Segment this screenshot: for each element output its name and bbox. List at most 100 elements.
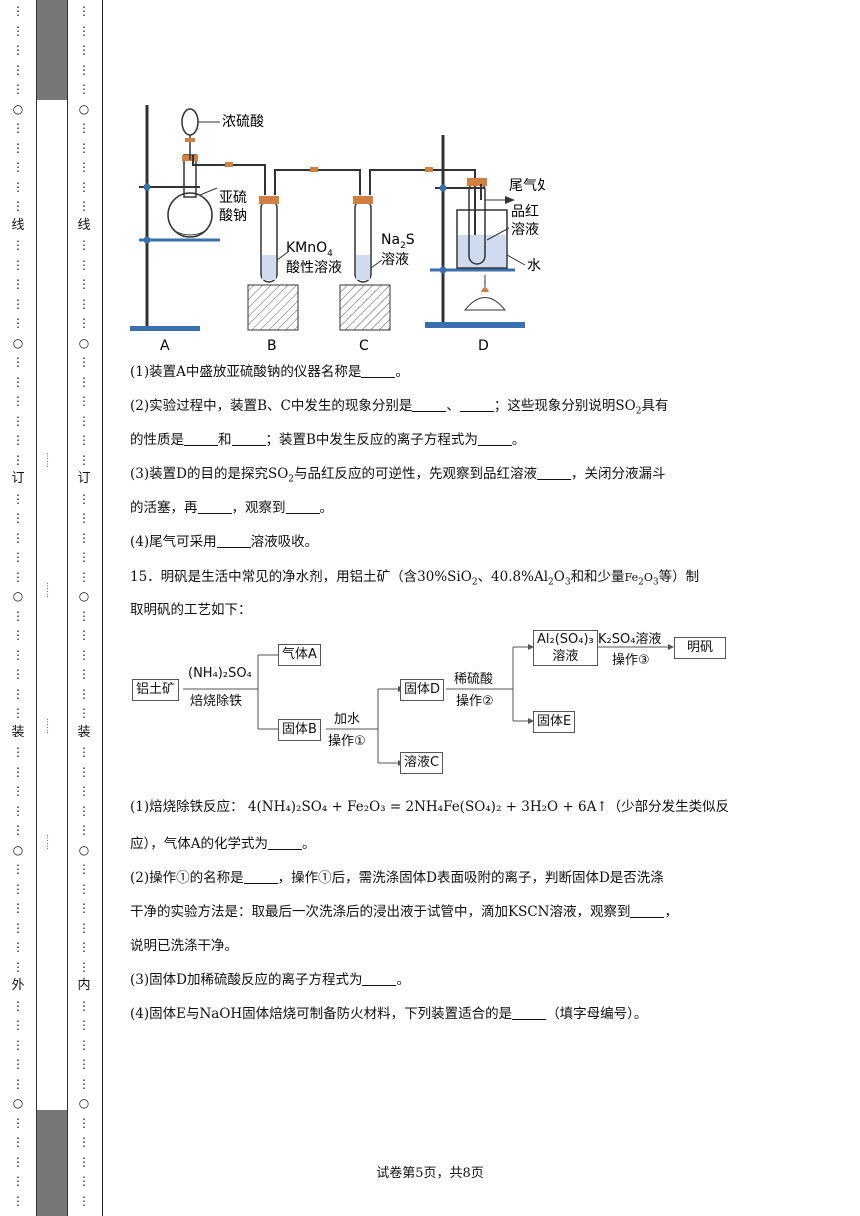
margin-dots: ⋮ bbox=[12, 667, 24, 681]
margin-dots: ⋮ bbox=[12, 23, 24, 38]
margin-dots: ⋮ bbox=[78, 511, 90, 525]
margin-dots: ⋮ bbox=[12, 413, 24, 428]
margin-dots: ⋮ bbox=[78, 803, 90, 818]
q15-part2-line3: 说明已洗涤干净。 bbox=[130, 938, 238, 954]
margin-dots: ⋮ bbox=[78, 784, 90, 798]
margin-circle: ○ bbox=[12, 335, 24, 350]
margin-dots: ⋮ bbox=[78, 43, 90, 57]
margin-dots: ⋮ bbox=[12, 277, 24, 291]
margin-dots: ⋮ bbox=[12, 628, 24, 642]
answer-blank[interactable] bbox=[216, 534, 251, 548]
margin-dots: ⋮ bbox=[12, 784, 24, 798]
margin-dots: ⋮ bbox=[78, 452, 90, 467]
margin-dots: ⋮ bbox=[12, 706, 24, 720]
margin-label: 装 bbox=[11, 724, 25, 740]
margin-dots: ⋮ bbox=[12, 1115, 24, 1130]
margin-dots: ⋮ bbox=[12, 316, 24, 330]
gray-small-4: …… bbox=[45, 834, 54, 850]
margin-dots: ⋮ bbox=[78, 647, 90, 662]
margin-dots: ⋮ bbox=[78, 160, 90, 174]
label-tail-gas: 尾气处理 bbox=[509, 178, 545, 194]
answer-blank[interactable] bbox=[285, 500, 320, 514]
margin-label: 装 bbox=[77, 724, 91, 740]
label-A: A bbox=[160, 338, 170, 354]
margin-dots: ⋮ bbox=[78, 374, 90, 389]
margin-dots: ⋮ bbox=[12, 452, 24, 467]
margin-dots: ⋮ bbox=[12, 920, 24, 935]
margin-dots: ⋮ bbox=[12, 998, 24, 1013]
margin-dots: ⋮ bbox=[12, 550, 24, 564]
answer-blank[interactable] bbox=[362, 972, 397, 986]
margin-dots: ⋮ bbox=[12, 901, 24, 915]
margin-dots: ⋮ bbox=[78, 745, 90, 759]
gray-small-3: …… bbox=[45, 718, 54, 734]
flow-reagent1: (NH₄)₂SO₄ bbox=[188, 666, 252, 681]
label-acidic-sol: 酸性溶液 bbox=[286, 260, 342, 276]
gray-small-1: …… bbox=[45, 452, 54, 468]
margin-dots: ⋮ bbox=[78, 1115, 90, 1130]
margin-dots: ⋮ bbox=[12, 608, 24, 623]
margin-dots: ⋮ bbox=[78, 4, 90, 18]
outer-binding-strip: ⋮⋮⋮⋮⋮○⋮⋮⋮⋮⋮线⋮⋮⋮⋮⋮○⋮⋮⋮⋮⋮⋮订⋮⋮⋮⋮⋮○⋮⋮⋮⋮⋮⋮装⋮⋮… bbox=[0, 0, 36, 1216]
margin-dots: ⋮ bbox=[78, 277, 90, 291]
margin-dots: ⋮ bbox=[78, 1018, 90, 1032]
margin-dots: ⋮ bbox=[78, 1174, 90, 1188]
margin-dots: ⋮ bbox=[12, 82, 24, 96]
margin-dots: ⋮ bbox=[12, 394, 24, 408]
margin-dots: ⋮ bbox=[12, 43, 24, 57]
flow-add-water: 加水 bbox=[334, 712, 361, 727]
margin-dots: ⋮ bbox=[78, 940, 90, 954]
q15-part3: (3)固体D加稀硫酸反应的离子方程式为。 bbox=[130, 972, 410, 988]
margin-label: 订 bbox=[11, 471, 25, 486]
margin-dots: ⋮ bbox=[78, 316, 90, 330]
flow-solidE: 固体E bbox=[533, 711, 576, 733]
margin-dots: ⋮ bbox=[78, 296, 90, 311]
margin-dots: ⋮ bbox=[12, 569, 24, 584]
gray-band: …… …… …… …… bbox=[36, 0, 68, 1216]
margin-dots: ⋮ bbox=[12, 4, 24, 18]
q14-part2-line1: (2)实验过程中，装置B、C中发生的现象分别是、；这些现象分别说明SO2具有 bbox=[130, 398, 669, 417]
label-D: D bbox=[478, 338, 489, 354]
margin-dots: ⋮ bbox=[78, 998, 90, 1013]
margin-dots: ⋮ bbox=[12, 179, 24, 194]
flow-op3: 操作③ bbox=[612, 653, 650, 668]
margin-label: 线 bbox=[77, 217, 91, 233]
margin-dots: ⋮ bbox=[12, 140, 24, 155]
margin-dots: ⋮ bbox=[78, 569, 90, 584]
margin-label: 外 bbox=[11, 978, 25, 993]
flow-bauxite: 铝土矿 bbox=[132, 679, 180, 701]
margin-dots: ⋮ bbox=[78, 1154, 90, 1169]
answer-blank[interactable] bbox=[184, 432, 218, 446]
margin-dots: ⋮ bbox=[12, 62, 24, 77]
flow-solidD: 固体D bbox=[400, 679, 445, 701]
answer-blank[interactable] bbox=[630, 904, 665, 918]
margin-dots: ⋮ bbox=[78, 82, 90, 96]
margin-dots: ⋮ bbox=[78, 920, 90, 935]
label-kmno4: KMnO4 bbox=[286, 240, 333, 259]
q15-part2-line1: (2)操作①的名称是，操作①后，需洗涤固体D表面吸附的离子，判断固体D是否洗涤 bbox=[130, 870, 664, 886]
margin-dots: ⋮ bbox=[78, 179, 90, 194]
margin-dots: ⋮ bbox=[78, 550, 90, 564]
answer-blank[interactable] bbox=[459, 398, 494, 412]
answer-blank[interactable] bbox=[268, 836, 302, 850]
margin-dots: ⋮ bbox=[78, 667, 90, 681]
margin-dots: ⋮ bbox=[12, 959, 24, 974]
margin-dots: ⋮ bbox=[12, 764, 24, 779]
margin-dots: ⋮ bbox=[12, 1018, 24, 1032]
answer-blank[interactable] bbox=[197, 500, 232, 514]
answer-blank[interactable] bbox=[231, 432, 266, 446]
answer-blank[interactable] bbox=[412, 398, 447, 412]
answer-blank[interactable] bbox=[477, 432, 512, 446]
answer-blank[interactable] bbox=[361, 364, 396, 378]
answer-blank[interactable] bbox=[537, 466, 571, 480]
answer-blank[interactable] bbox=[243, 870, 278, 884]
answer-blank[interactable] bbox=[512, 1006, 547, 1020]
margin-dots: ⋮ bbox=[12, 491, 24, 506]
margin-circle: ○ bbox=[78, 1096, 90, 1110]
q15-part2-line2: 干净的实验方法是：取最后一次洗涤后的浸出液于试管中，滴加KSCN溶液，观察到， bbox=[130, 904, 678, 920]
margin-dots: ⋮ bbox=[78, 140, 90, 155]
margin-circle: ○ bbox=[12, 589, 24, 603]
margin-dots: ⋮ bbox=[12, 647, 24, 662]
label-solution-c: 溶液 bbox=[381, 252, 409, 268]
